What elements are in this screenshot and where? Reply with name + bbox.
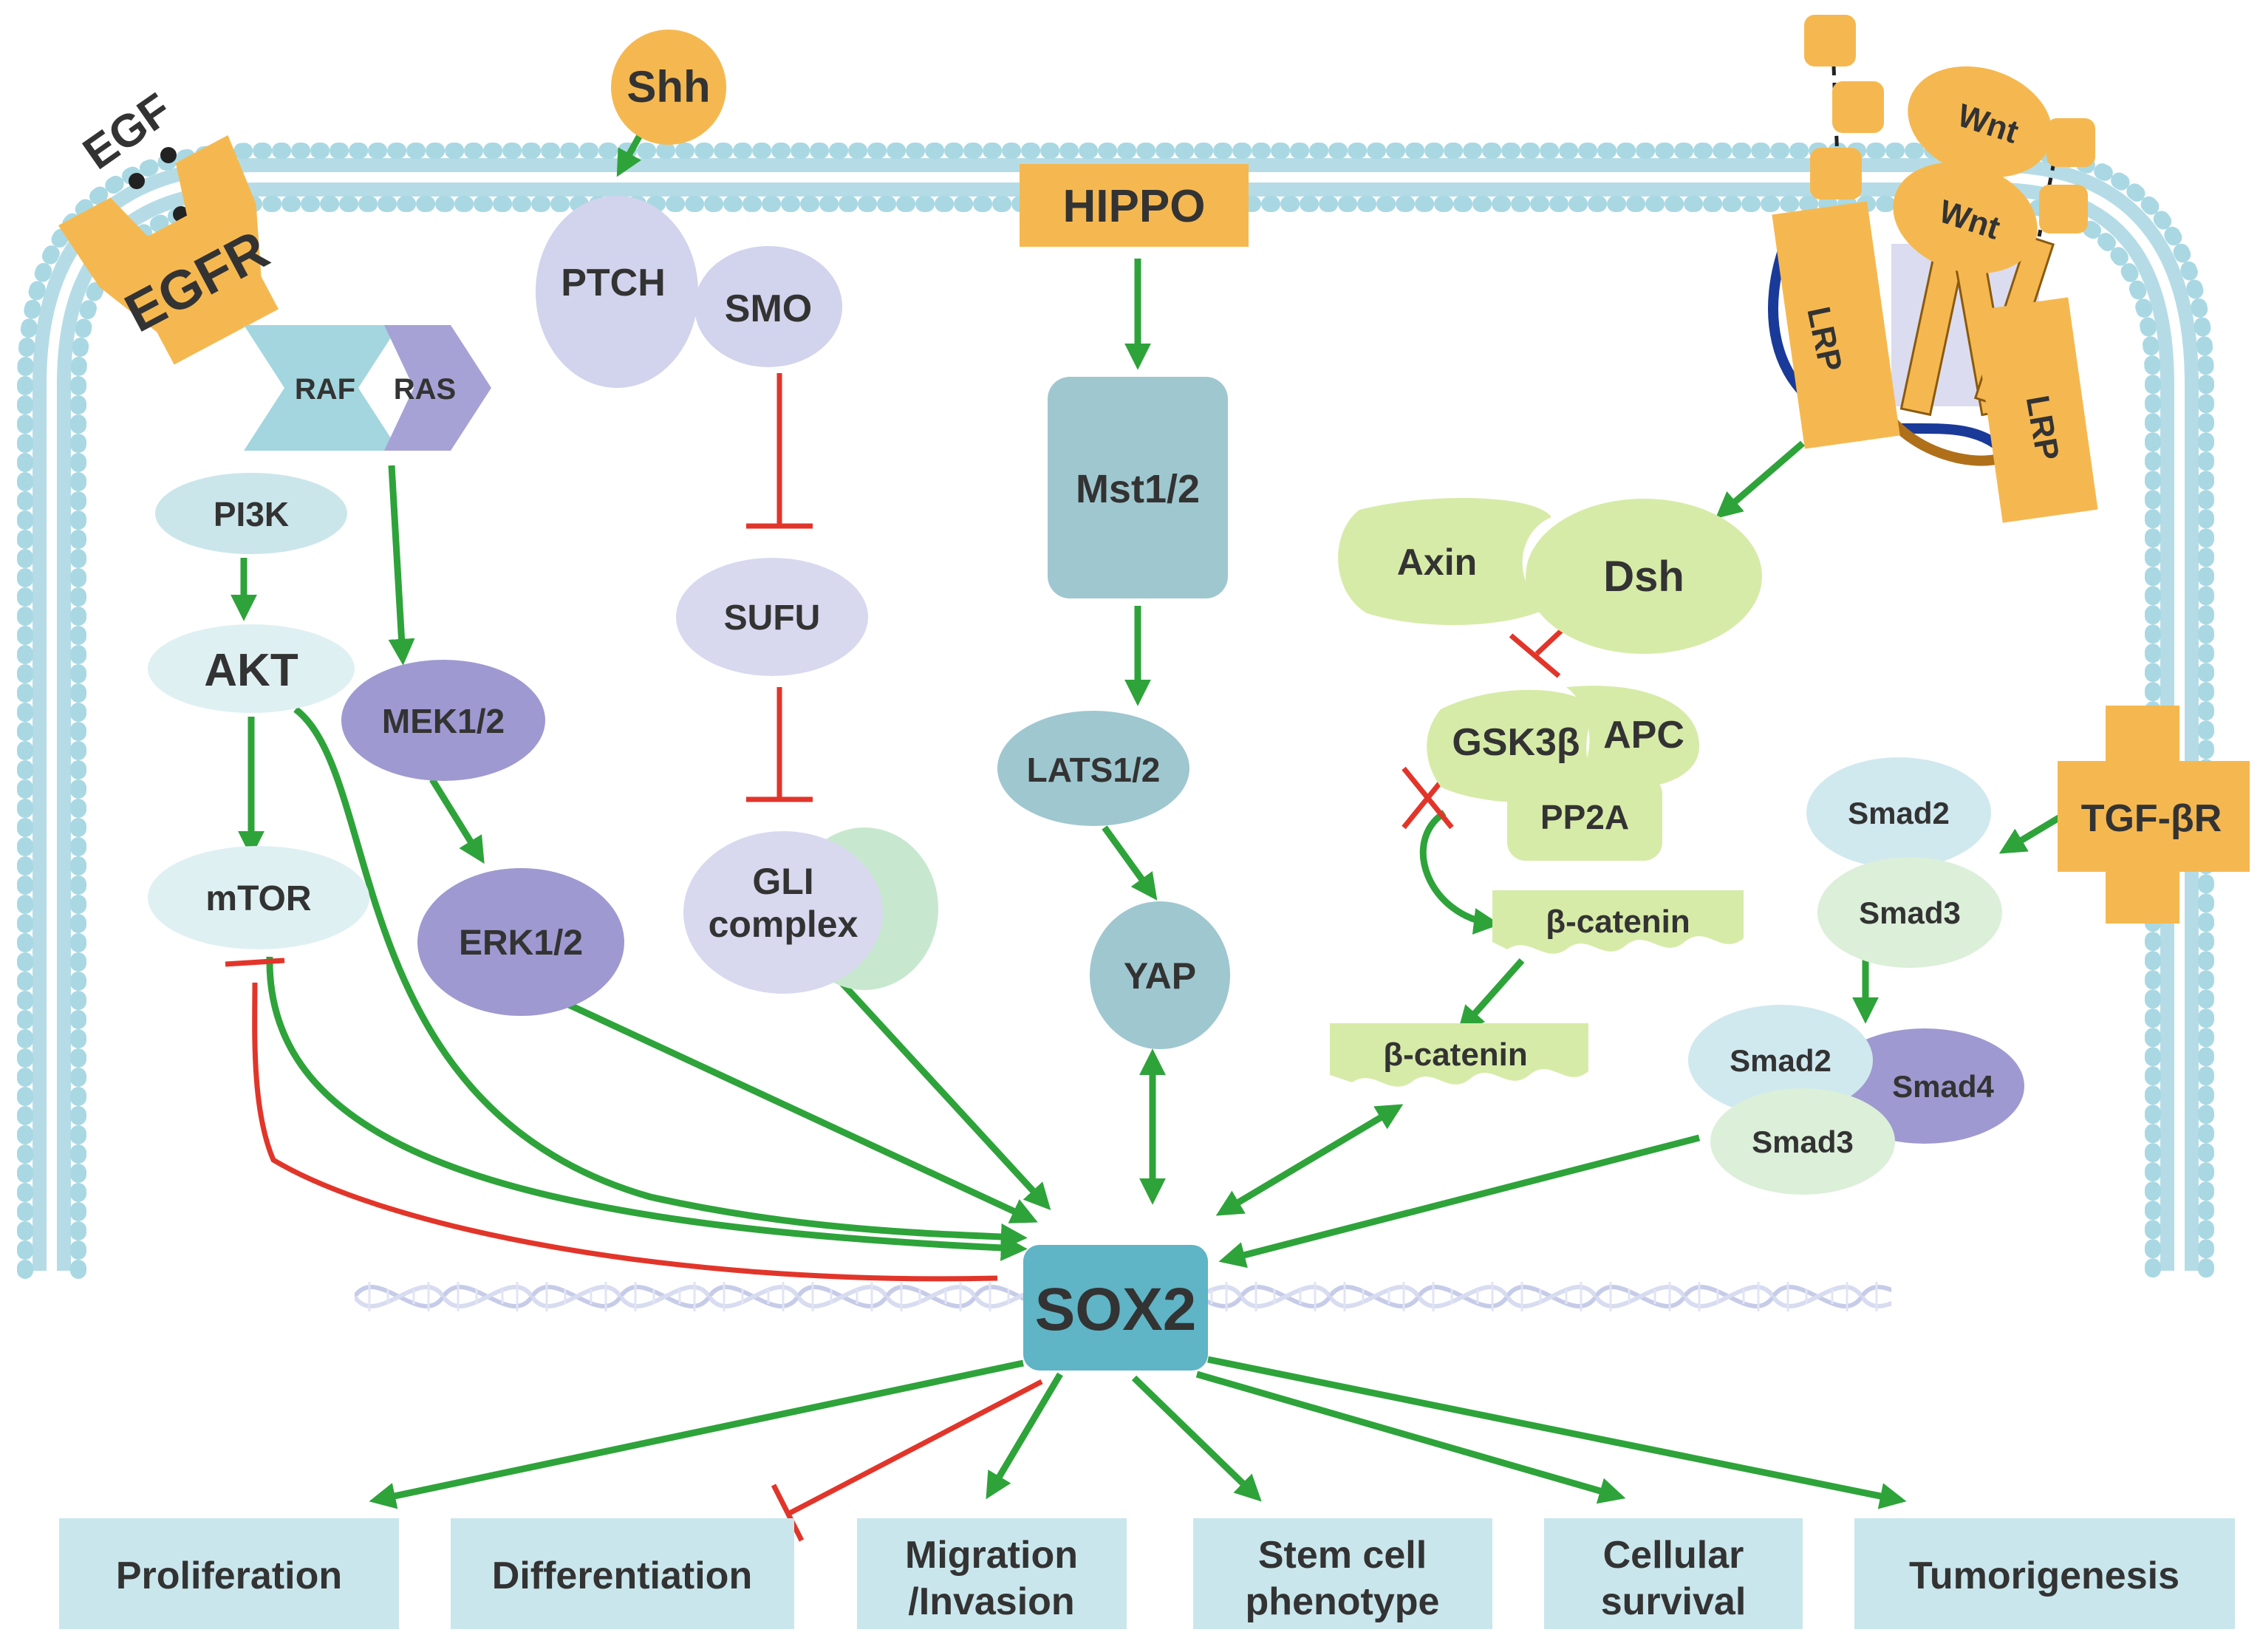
mek-node: MEK1/2 bbox=[341, 660, 545, 781]
smad3-top-node: Smad3 bbox=[1817, 857, 2002, 968]
akt-node: AKT bbox=[148, 624, 355, 713]
apc-label: APC bbox=[1603, 714, 1684, 757]
sufu-node: SUFU bbox=[676, 558, 868, 676]
ptch-label: PTCH bbox=[561, 262, 666, 304]
beta-catenin-cytoplasm: β-catenin bbox=[1492, 890, 1744, 954]
outcome-stem-cell-line1: Stem cell bbox=[1258, 1534, 1427, 1577]
lats-node: LATS1/2 bbox=[997, 711, 1189, 826]
tgf-beta-receptor: TGF-βR bbox=[2058, 706, 2250, 924]
ptch-smo-complex: PTCH SMO bbox=[536, 196, 842, 388]
outcome-tumorigenesis-label: Tumorigenesis bbox=[1909, 1554, 2179, 1597]
dsh-label: Dsh bbox=[1603, 553, 1684, 601]
mek-label: MEK1/2 bbox=[382, 702, 505, 740]
wnt-lrp-receptor: LRP LRP Wnt Wnt bbox=[1768, 15, 2098, 523]
smad3-bottom-label: Smad3 bbox=[1752, 1124, 1854, 1159]
outcome-differentiation-label: Differentiation bbox=[492, 1554, 752, 1597]
erk-node: ERK1/2 bbox=[417, 868, 624, 1016]
outcome-stem-cell-phenotype: Stem cell phenotype bbox=[1193, 1518, 1492, 1629]
outcome-migration-line1: Migration bbox=[905, 1534, 1078, 1577]
pi3k-node: PI3K bbox=[155, 473, 347, 554]
ras-label: RAS bbox=[394, 373, 456, 406]
mtor-label: mTOR bbox=[205, 879, 311, 918]
akt-label: AKT bbox=[204, 645, 298, 696]
axin-dsh-complex: Axin Dsh bbox=[1338, 497, 1762, 654]
outcome-cellular-survival: Cellular survival bbox=[1544, 1518, 1803, 1629]
shh-node: Shh bbox=[611, 30, 726, 145]
smo-label: SMO bbox=[725, 287, 812, 330]
outcome-proliferation-label: Proliferation bbox=[116, 1554, 342, 1597]
beta-catenin-nuclear: β-catenin bbox=[1330, 1023, 1588, 1087]
pi3k-label: PI3K bbox=[214, 495, 289, 533]
outcome-survival-line1: Cellular bbox=[1603, 1534, 1744, 1577]
outcome-differentiation: Differentiation bbox=[451, 1518, 794, 1629]
gli-complex-node: GLI complex bbox=[683, 827, 938, 994]
sox2-label: SOX2 bbox=[1035, 1276, 1197, 1343]
mst-node: Mst1/2 bbox=[1048, 377, 1228, 598]
raf-ras-complex: RAF RAS bbox=[244, 325, 491, 451]
yap-node: YAP bbox=[1090, 901, 1230, 1049]
smad2-top-node: Smad2 bbox=[1806, 757, 1991, 868]
raf-label: RAF bbox=[295, 373, 355, 406]
erk-label: ERK1/2 bbox=[459, 924, 583, 963]
hippo-label: HIPPO bbox=[1063, 181, 1206, 232]
outcome-survival-line2: survival bbox=[1601, 1580, 1747, 1623]
sox2-node: SOX2 bbox=[1023, 1245, 1208, 1371]
axin-label: Axin bbox=[1397, 542, 1477, 583]
lats-label: LATS1/2 bbox=[1027, 751, 1161, 789]
mst-label: Mst1/2 bbox=[1076, 467, 1200, 511]
destruction-complex: PP2A APC GSK3β bbox=[1427, 686, 1699, 861]
smad2-bottom-label: Smad2 bbox=[1730, 1043, 1831, 1078]
pp2a-label: PP2A bbox=[1540, 798, 1629, 836]
tgfbr-label: TGF-βR bbox=[2081, 797, 2222, 840]
outcome-stem-cell-line2: phenotype bbox=[1246, 1580, 1440, 1623]
yap-label: YAP bbox=[1124, 955, 1196, 997]
egfr-receptor: EGFR bbox=[58, 135, 279, 365]
smad-complex: Smad4 Smad2 Smad3 bbox=[1688, 1005, 2024, 1195]
smad4-label: Smad4 bbox=[1892, 1069, 1994, 1104]
beta-catenin-1-label: β-catenin bbox=[1546, 904, 1690, 940]
outcome-migration-line2: /Invasion bbox=[908, 1580, 1074, 1623]
outcome-tumorigenesis: Tumorigenesis bbox=[1854, 1518, 2235, 1629]
outcome-proliferation: Proliferation bbox=[59, 1518, 399, 1629]
outcome-migration-invasion: Migration /Invasion bbox=[857, 1518, 1127, 1629]
smad3-top-label: Smad3 bbox=[1859, 895, 1961, 930]
mtor-node: mTOR bbox=[148, 846, 369, 949]
gli-label-line2: complex bbox=[709, 904, 858, 945]
shh-label: Shh bbox=[627, 62, 710, 112]
beta-catenin-2-label: β-catenin bbox=[1383, 1037, 1528, 1073]
sufu-label: SUFU bbox=[724, 598, 821, 638]
smad2-top-label: Smad2 bbox=[1848, 796, 1950, 830]
gli-label-line1: GLI bbox=[752, 861, 813, 902]
hippo-node: HIPPO bbox=[1020, 164, 1249, 247]
gsk3b-label: GSK3β bbox=[1452, 721, 1580, 764]
